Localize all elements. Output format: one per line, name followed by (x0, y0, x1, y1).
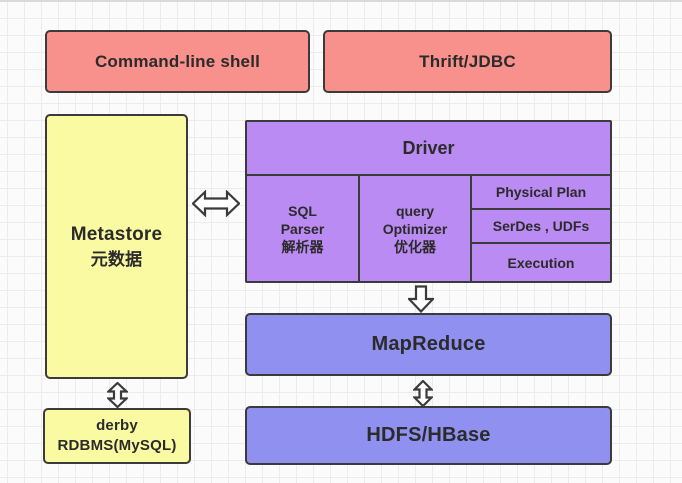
node-mapreduce: MapReduce (245, 313, 612, 376)
node-derby-rdbms: derby RDBMS(MySQL) (43, 408, 191, 464)
node-driver: Driver SQL Parser 解析器 query Optimizer 优化… (245, 120, 612, 283)
node-execution: Execution (472, 242, 610, 281)
node-sql-parser: SQL Parser 解析器 (247, 176, 360, 281)
double-arrow-horizontal-icon (192, 190, 240, 217)
sql-parser-line1: SQL (288, 202, 317, 219)
command-line-shell-label: Command-line shell (94, 51, 261, 71)
node-metastore: Metastore 元数据 (45, 114, 188, 379)
query-optimizer-line1: query (395, 202, 435, 219)
metastore-title: Metastore (70, 224, 163, 245)
driver-stage-stack: Physical Plan SerDes , UDFs Execution (472, 176, 610, 281)
metastore-subtitle: 元数据 (90, 249, 143, 269)
derby-label-line1: derby (96, 417, 138, 434)
sql-parser-line2: Parser (280, 220, 325, 237)
hdfs-hbase-label: HDFS/HBase (366, 424, 491, 446)
down-arrow-icon (408, 285, 434, 313)
node-physical-plan: Physical Plan (495, 184, 587, 201)
driver-title: Driver (247, 122, 610, 176)
node-hdfs-hbase: HDFS/HBase (245, 406, 612, 465)
node-command-line-shell: Command-line shell (45, 30, 310, 93)
derby-label-line2: RDBMS(MySQL) (57, 437, 177, 454)
thrift-jdbc-label: Thrift/JDBC (419, 51, 516, 71)
driver-body: SQL Parser 解析器 query Optimizer 优化器 Physi… (247, 176, 610, 281)
node-thrift-jdbc: Thrift/JDBC (323, 30, 612, 93)
double-arrow-vertical-right-icon (413, 380, 433, 407)
query-optimizer-line3: 优化器 (394, 238, 436, 255)
mapreduce-label: MapReduce (371, 333, 486, 355)
double-arrow-vertical-left-icon (107, 382, 128, 408)
sql-parser-line3: 解析器 (281, 238, 324, 255)
node-query-optimizer: query Optimizer 优化器 (360, 176, 472, 281)
node-serdes-udfs: SerDes , UDFs (472, 208, 610, 242)
query-optimizer-line2: Optimizer (382, 220, 448, 237)
